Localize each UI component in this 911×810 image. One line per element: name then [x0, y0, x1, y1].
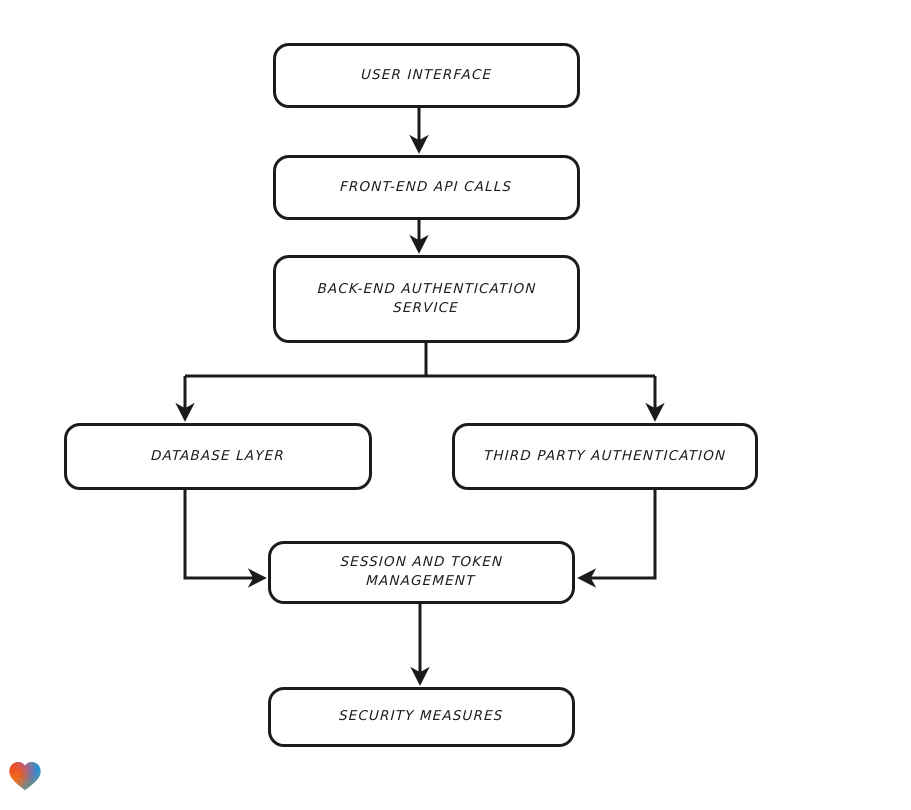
node-security-measures[interactable]: SECURITY MEASURES	[268, 687, 575, 747]
edge-thirdparty-to-session	[577, 490, 657, 588]
node-security-measures-label: SECURITY MEASURES	[338, 708, 505, 725]
node-session-and-token-management[interactable]: SESSION AND TOKEN MANAGEMENT	[268, 541, 575, 604]
node-back-end-authentication-service-label: BACK-END AUTHENTICATION SERVICE	[317, 280, 537, 316]
heart-icon	[9, 762, 41, 791]
node-user-interface[interactable]: USER INTERFACE	[273, 43, 580, 108]
node-front-end-api-calls[interactable]: FRONT-END API CALLS	[273, 155, 580, 220]
node-third-party-authentication-label: THIRD PARTY AUTHENTICATION	[483, 447, 727, 464]
node-front-end-api-calls-label: FRONT-END API CALLS	[340, 178, 514, 195]
node-session-and-token-management-label: SESSION AND TOKEN MANAGEMENT	[340, 554, 504, 590]
node-third-party-authentication[interactable]: THIRD PARTY AUTHENTICATION	[452, 423, 758, 490]
node-back-end-authentication-service[interactable]: BACK-END AUTHENTICATION SERVICE	[273, 255, 580, 343]
node-database-layer[interactable]: DATABASE LAYER	[64, 423, 372, 490]
node-database-layer-label: DATABASE LAYER	[150, 447, 286, 464]
node-user-interface-label: USER INTERFACE	[360, 66, 493, 83]
edge-database-to-session	[183, 490, 267, 588]
